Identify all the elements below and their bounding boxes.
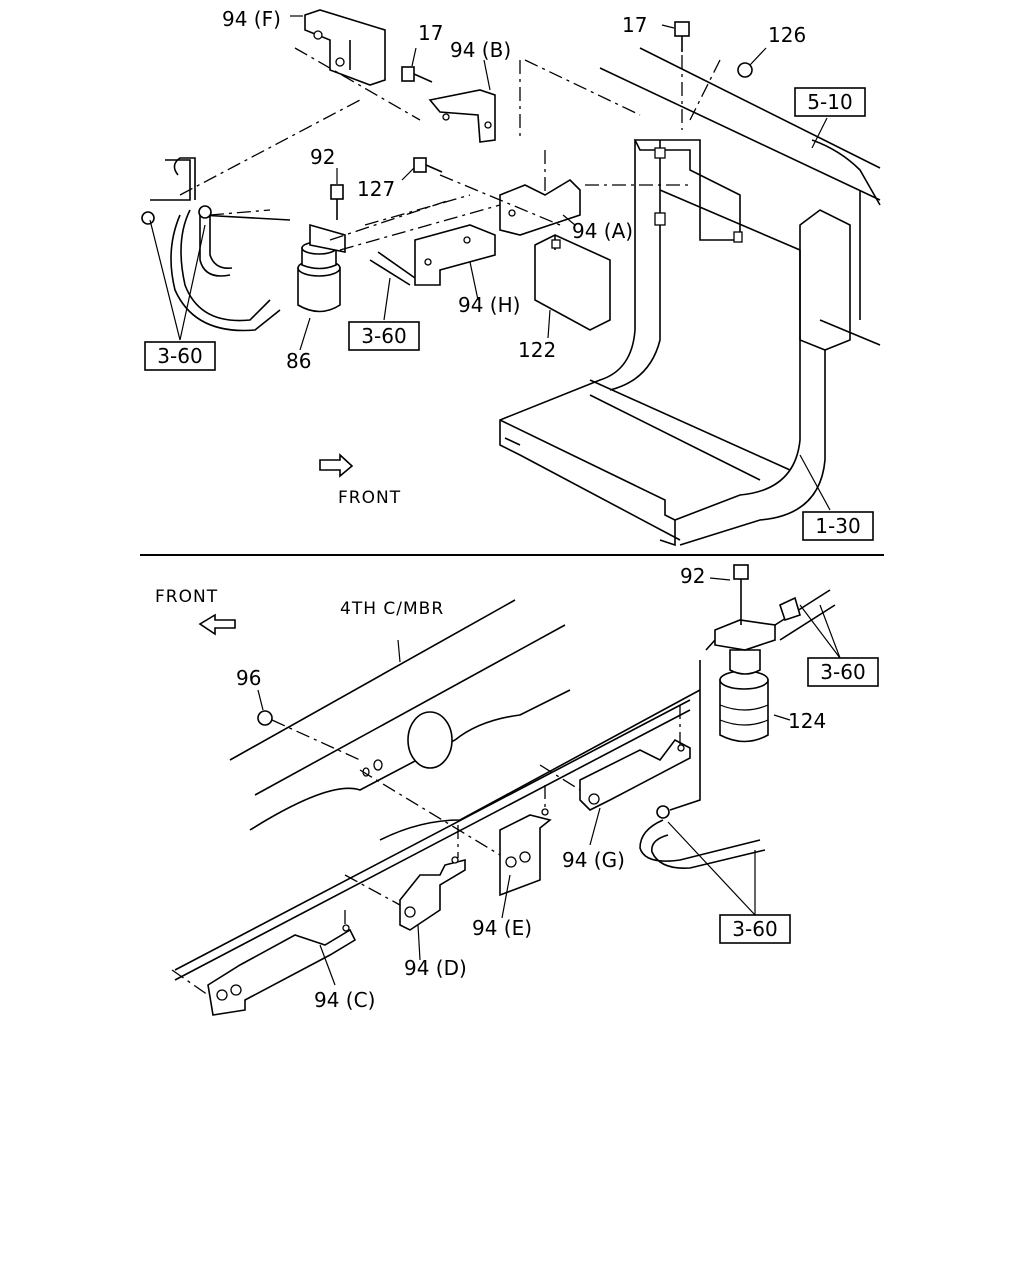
callout-94a: 94 (A) xyxy=(572,219,633,243)
bracket-94h xyxy=(414,224,496,286)
frame-rail xyxy=(599,47,881,346)
callout-17: 17 xyxy=(622,13,647,37)
cross-member xyxy=(174,599,701,981)
bracket-94d xyxy=(399,856,466,931)
callout-17: 17 xyxy=(418,21,443,45)
bracket-94b xyxy=(428,89,496,143)
front-arrow-upper xyxy=(319,453,354,478)
upper-view: 94 (F) 17 94 (B) 17 126 92 127 94 (A) 94… xyxy=(141,7,881,547)
carrier-frame xyxy=(499,139,851,547)
front-label: FRONT xyxy=(338,488,401,508)
callout-94h: 94 (H) xyxy=(458,293,520,317)
callout-94d: 94 (D) xyxy=(404,956,467,980)
ref-3-60: 3-60 xyxy=(820,660,865,684)
ref-3-60: 3-60 xyxy=(157,344,202,368)
bracket-94f xyxy=(304,9,386,86)
ref-1-30: 1-30 xyxy=(815,514,860,538)
callout-122: 122 xyxy=(518,338,556,362)
ref-box xyxy=(794,87,866,117)
cross-member-label: 4TH C/MBR xyxy=(340,599,444,619)
callout-126: 126 xyxy=(768,23,806,47)
bracket-94g xyxy=(579,738,691,811)
callout-94f: 94 (F) xyxy=(222,7,281,31)
bolt-92-upper xyxy=(330,184,344,220)
lower-leaders xyxy=(171,577,841,996)
bracket-94e xyxy=(499,808,552,897)
filter-86 xyxy=(297,223,346,313)
upper-leaders xyxy=(149,15,831,511)
bolt-17-upper-right xyxy=(674,21,690,52)
bracket-94c xyxy=(207,924,357,1016)
nut-126 xyxy=(737,62,753,78)
ref-5-10: 5-10 xyxy=(807,90,852,114)
ref-box xyxy=(719,914,791,944)
callout-94b: 94 (B) xyxy=(450,38,511,62)
ref-box xyxy=(348,321,420,351)
ref-box xyxy=(802,511,874,541)
front-arrow-lower xyxy=(198,613,236,636)
callout-94e: 94 (E) xyxy=(472,916,532,940)
cover-122 xyxy=(534,234,611,331)
callout-94c: 94 (C) xyxy=(314,988,375,1012)
callout-96: 96 xyxy=(236,666,261,690)
bolt-92-lower xyxy=(733,564,749,625)
filter-124 xyxy=(705,619,776,743)
nut-96 xyxy=(257,710,273,726)
callout-92: 92 xyxy=(310,145,335,169)
callout-127: 127 xyxy=(357,177,395,201)
bolt-17-upper-left xyxy=(401,66,433,83)
ref-box xyxy=(144,341,216,371)
bracket-94a xyxy=(499,178,581,236)
bolt-127 xyxy=(413,157,443,173)
callout-92: 92 xyxy=(680,564,705,588)
ref-box xyxy=(807,657,879,687)
upper-hoses xyxy=(141,157,416,332)
callout-124: 124 xyxy=(788,709,826,733)
ref-3-60: 3-60 xyxy=(732,917,777,941)
lower-view: FRONT 4TH C/MBR 92 96 124 94 (G) 94 (E) … xyxy=(155,564,879,1016)
callout-94g: 94 (G) xyxy=(562,848,625,872)
callout-86: 86 xyxy=(286,349,311,373)
front-label: FRONT xyxy=(155,587,218,607)
ref-3-60: 3-60 xyxy=(361,324,406,348)
